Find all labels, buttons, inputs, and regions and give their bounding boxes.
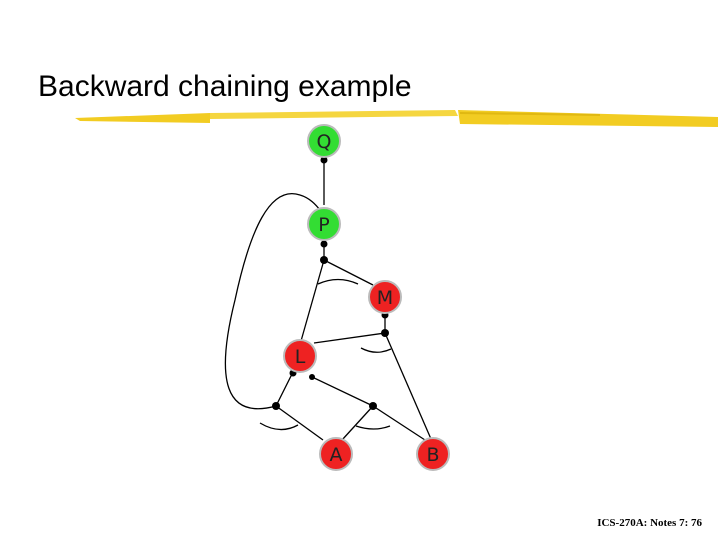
node-q-label: Q (317, 131, 332, 153)
junction-dot (320, 256, 328, 264)
node-b-label: B (426, 444, 439, 466)
edge-b-and-l-ab (372, 405, 426, 441)
node-p: P (307, 207, 341, 241)
node-b: B (416, 437, 450, 471)
node-a: A (319, 437, 353, 471)
edge-l-and-m (313, 332, 386, 344)
junction-dot (381, 329, 389, 337)
node-l: L (283, 339, 317, 373)
slide-footer: ICS-270A: Notes 7: 76 (597, 517, 702, 529)
arrow-dot (320, 240, 328, 248)
edge-l-and-p (300, 259, 325, 342)
slide-title: Backward chaining example (38, 70, 412, 103)
and-arc-l-ab (355, 425, 391, 430)
and-arc-m (360, 347, 392, 353)
node-m-label: M (377, 287, 393, 309)
edge-p-loop (224, 193, 321, 410)
edge-b-and-m (384, 332, 432, 440)
and-arc-p (317, 278, 359, 285)
edge-and-l-ap (275, 371, 294, 407)
arrow-dot (309, 374, 315, 380)
node-p-label: P (318, 214, 329, 236)
edge-and-l-ab (309, 375, 374, 407)
node-m: M (368, 280, 402, 314)
node-q: Q (307, 124, 341, 158)
node-a-label: A (330, 444, 343, 466)
arrow-dot (320, 156, 328, 164)
junction-dot (272, 402, 280, 410)
edge-a-and-l (275, 405, 324, 441)
edge-m-and-p (323, 259, 374, 286)
node-l-label: L (295, 346, 306, 368)
and-arc-l-ap (259, 422, 299, 431)
junction-dot (369, 402, 377, 410)
edge-a-and-l-ab (341, 405, 374, 441)
